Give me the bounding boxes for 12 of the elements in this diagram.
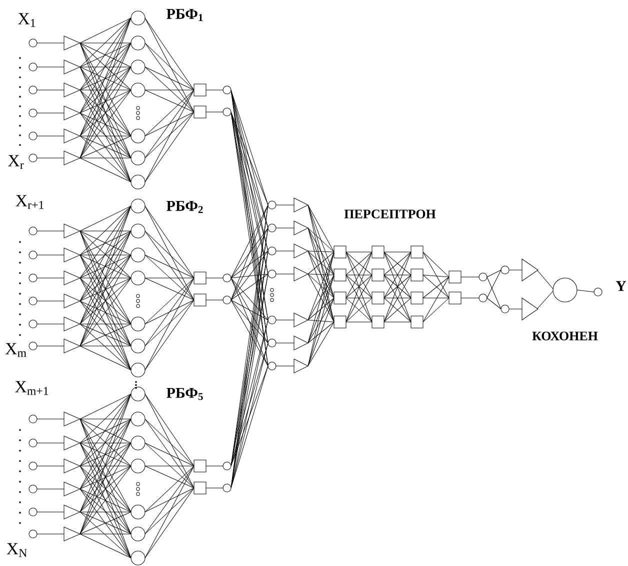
- input-label: X$_{r+1}$: [16, 195, 44, 209]
- output-label: Y: [616, 281, 626, 291]
- input-label: X$_{N}$: [6, 543, 27, 557]
- block-label: РБФ$_{5}$: [166, 388, 203, 400]
- input-label: X$_{m+1}$: [15, 381, 48, 395]
- block-label: РБФ$_{2}$: [166, 201, 203, 213]
- layer-label: КОХОНЕН: [532, 332, 598, 340]
- block-label: РБФ$_{1}$: [166, 9, 203, 21]
- input-label: X$_{r}$: [8, 155, 24, 169]
- input-label: X$_{m}$: [5, 343, 26, 357]
- layer-label: ПЕРСЕПТРОН: [344, 210, 436, 218]
- input-label: X$_{1}$: [18, 13, 36, 27]
